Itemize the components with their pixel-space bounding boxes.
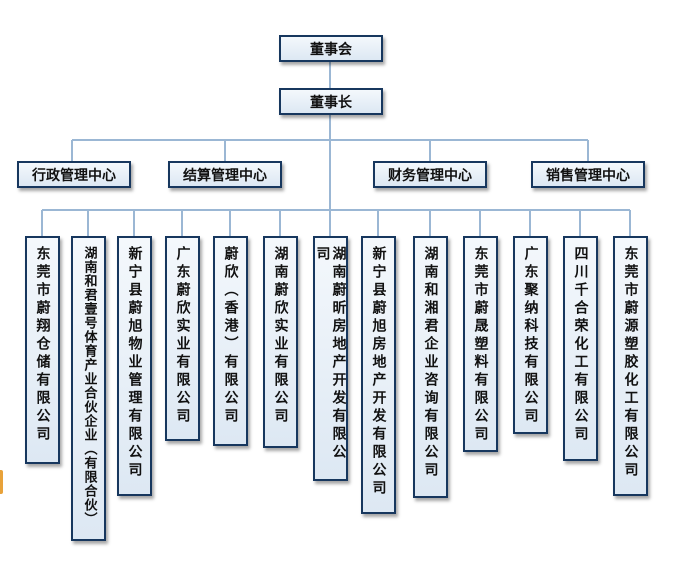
company-box[interactable]: 东莞市蔚晟塑料有限公司: [463, 236, 498, 452]
company-box[interactable]: 蔚欣（香港）有限公司: [213, 236, 248, 446]
company-label: 四川千合荣化工有限公司: [572, 246, 589, 444]
company-box[interactable]: 湖南蔚昕房地产开发有限公司: [313, 236, 348, 481]
company-label: 湖南蔚欣实业有限公司: [272, 246, 289, 426]
board-label: 董事会: [310, 41, 352, 58]
company-box[interactable]: 广东聚纳科技有限公司: [513, 236, 548, 434]
company-box[interactable]: 新宁县蔚旭物业管理有限公司: [117, 236, 152, 496]
company-label: 新宁县蔚旭房地产开发有限公司: [370, 246, 387, 498]
chairman-box[interactable]: 董事长: [279, 88, 383, 115]
company-box[interactable]: 东莞市蔚源塑胶化工有限公司: [613, 236, 648, 496]
company-box[interactable]: 四川千合荣化工有限公司: [563, 236, 598, 461]
center-box-sales[interactable]: 销售管理中心: [531, 161, 645, 188]
center-label: 销售管理中心: [546, 167, 630, 184]
center-box-admin[interactable]: 行政管理中心: [17, 161, 131, 188]
company-box[interactable]: 湖南蔚欣实业有限公司: [263, 236, 298, 448]
company-label: 广东蔚欣实业有限公司: [174, 246, 191, 426]
center-box-settlement[interactable]: 结算管理中心: [168, 161, 282, 188]
company-box[interactable]: 新宁县蔚旭房地产开发有限公司: [361, 236, 396, 514]
center-label: 结算管理中心: [183, 167, 267, 184]
company-box[interactable]: 湖南和湘君企业咨询有限公司: [413, 236, 448, 498]
center-label: 行政管理中心: [32, 167, 116, 184]
company-label: 东莞市蔚源塑胶化工有限公司: [622, 246, 639, 480]
company-label: 广东聚纳科技有限公司: [522, 246, 539, 426]
company-label: 新宁县蔚旭物业管理有限公司: [126, 246, 143, 480]
company-box[interactable]: 湖南和君壹号体育产业合伙企业（有限合伙）: [71, 236, 106, 541]
chairman-label: 董事长: [310, 94, 352, 111]
company-label: 湖南和湘君企业咨询有限公司: [422, 246, 439, 480]
center-label: 财务管理中心: [388, 167, 472, 184]
center-box-finance[interactable]: 财务管理中心: [373, 161, 487, 188]
board-box[interactable]: 董事会: [279, 35, 383, 62]
company-box[interactable]: 东莞市蔚翔仓储有限公司: [25, 236, 60, 464]
company-label: 湖南蔚昕房地产开发有限公司: [314, 246, 347, 462]
company-label: 蔚欣（香港）有限公司: [222, 246, 239, 426]
company-label: 东莞市蔚晟塑料有限公司: [472, 246, 489, 444]
company-box[interactable]: 广东蔚欣实业有限公司: [165, 236, 200, 441]
company-label: 湖南和君壹号体育产业合伙企业（有限合伙）: [81, 246, 97, 526]
left-edge-marker: [0, 470, 3, 494]
company-label: 东莞市蔚翔仓储有限公司: [34, 246, 51, 444]
